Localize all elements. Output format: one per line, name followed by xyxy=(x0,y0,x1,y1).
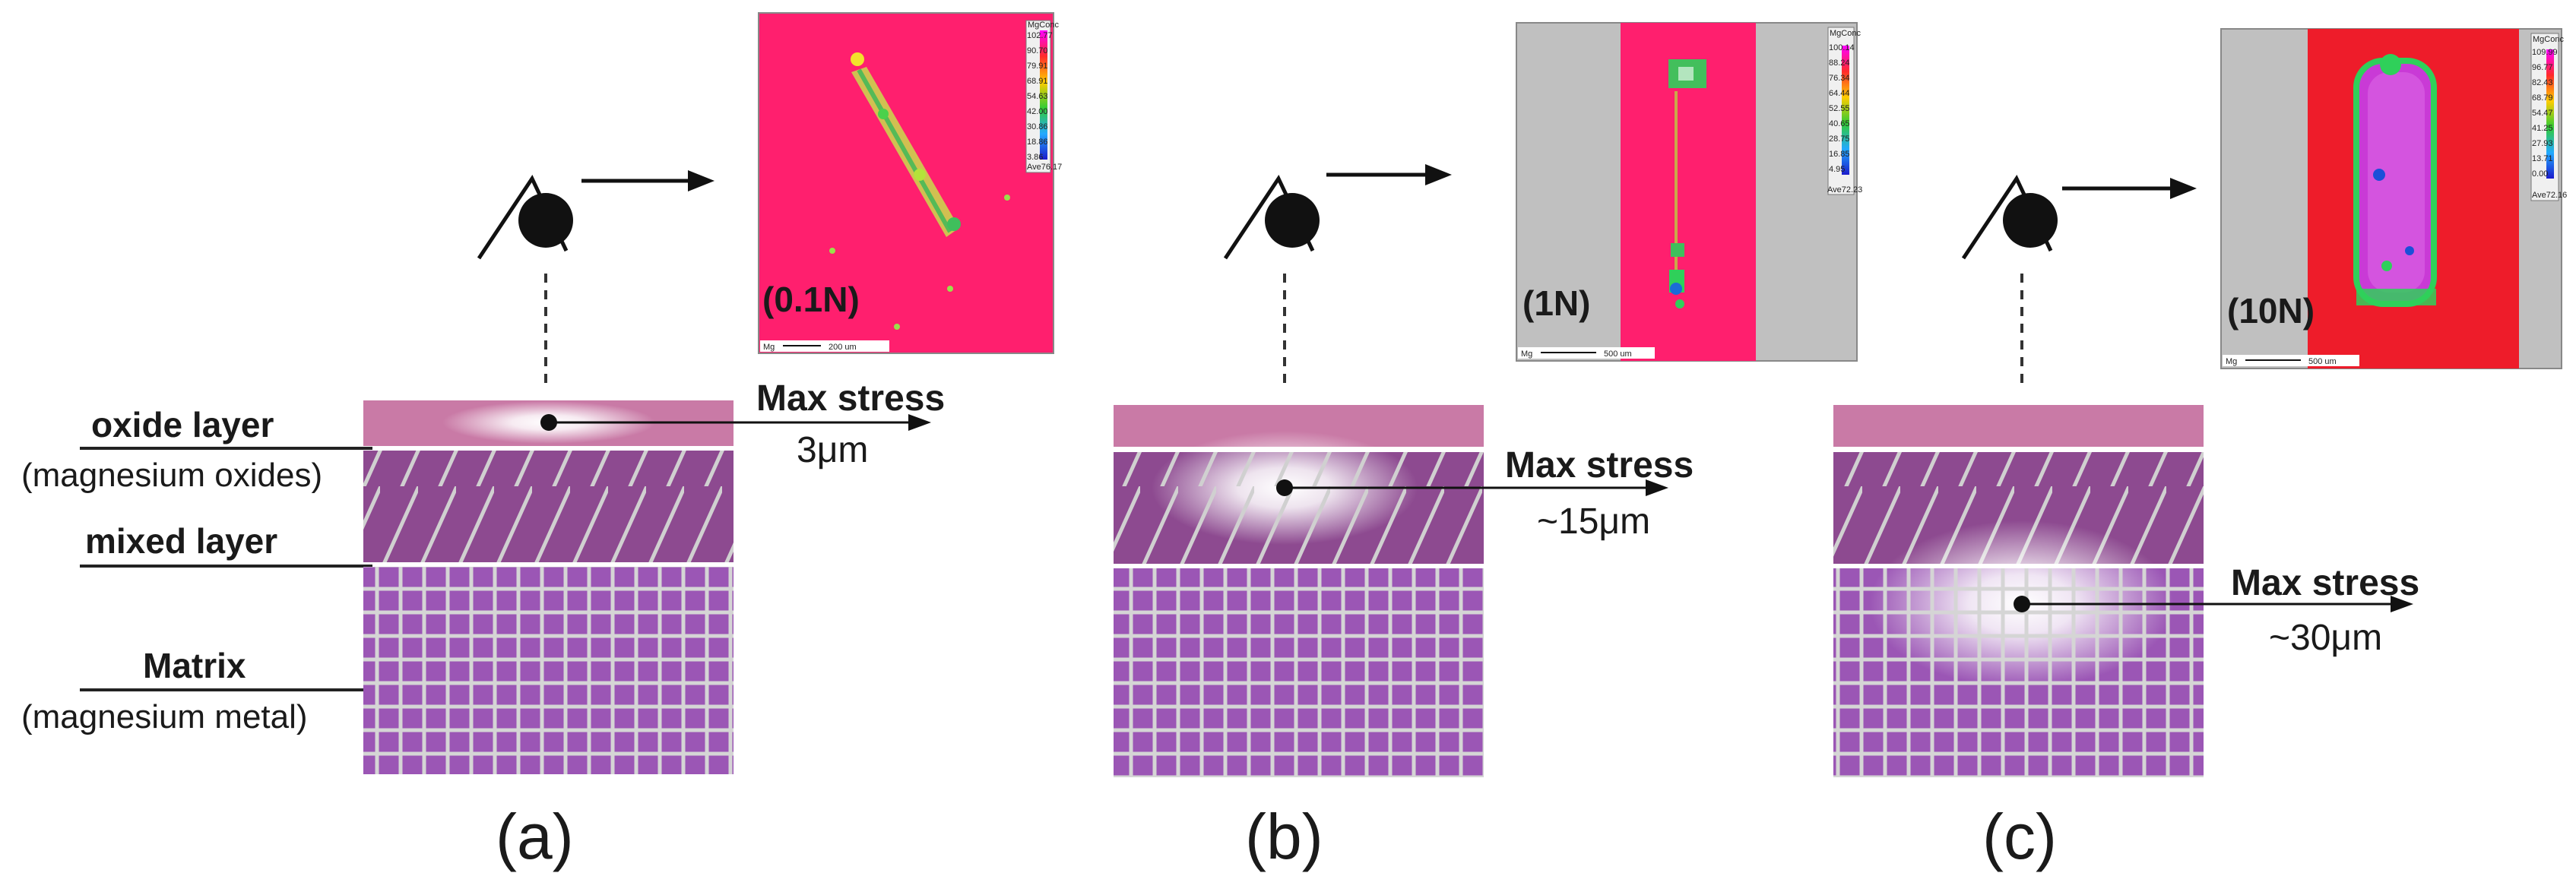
map-scale-text-b: 500 um xyxy=(1604,350,1632,359)
legend-value: 4.95 xyxy=(1829,165,1845,174)
stress-depth-c: ~30μm xyxy=(2269,618,2382,658)
load-label-a: (0.1N) xyxy=(762,280,860,319)
legend-value: 40.65 xyxy=(1829,119,1850,128)
eye-icon-c xyxy=(1961,174,2058,260)
map-footer-b: Ave72.23 xyxy=(1827,185,1862,195)
legend-value: 18.86 xyxy=(1027,138,1048,147)
legend-value: 102.77 xyxy=(1027,31,1053,40)
legend-value: 0.00 xyxy=(2532,169,2548,179)
legend-value: 82.43 xyxy=(2532,78,2553,87)
stress-arrowhead-a xyxy=(908,414,931,431)
legend-value: 27.93 xyxy=(2532,139,2553,148)
cross-section-b xyxy=(1114,405,1484,777)
oxide-layer-label: oxide layer xyxy=(91,405,274,444)
matrix-label: Matrix xyxy=(143,646,246,685)
map-unit-c: MgConc xyxy=(2533,35,2564,44)
legend-value: 28.75 xyxy=(1829,134,1850,144)
map-unit-b: MgConc xyxy=(1830,29,1861,38)
map-scale-prefix-a: Mg xyxy=(763,343,775,352)
legend-value: 42.00 xyxy=(1027,107,1048,116)
panel-a: Max stress 3μm MgConc A xyxy=(363,12,1062,872)
panel-label-a: (a) xyxy=(496,801,574,872)
legend-value: 16.85 xyxy=(1829,150,1850,159)
legend-value: 90.70 xyxy=(1027,46,1048,55)
stress-arrowhead-c xyxy=(2391,596,2413,612)
legend-value: 13.71 xyxy=(2532,154,2553,163)
cross-section-c xyxy=(1833,405,2204,777)
oxide-block-c xyxy=(1833,405,2204,447)
map-scale-text-c: 500 um xyxy=(2308,357,2337,366)
mixed-hatch-b xyxy=(1114,452,1484,564)
legend-value: 41.25 xyxy=(2532,124,2553,133)
mg-map-a: MgConc Ave76.17 102.77 90.70 79.91 68.91… xyxy=(758,12,1062,354)
legend-values-a: 102.77 90.70 79.91 68.91 54.63 42.00 30.… xyxy=(1027,31,1053,162)
view-arrowhead-c xyxy=(2170,178,2197,199)
matrix-sublabel: (magnesium metal) xyxy=(21,698,308,735)
matrix-grid-a xyxy=(363,567,734,774)
map-unit-a: MgConc xyxy=(1028,21,1059,30)
stress-arrowhead-b xyxy=(1646,479,1668,496)
mg-map-c: MgConc Ave72.16 109.99 96.77 82.43 68.79… xyxy=(2220,28,2567,369)
load-label-b: (1N) xyxy=(1522,283,1590,323)
legend-value: 88.24 xyxy=(1829,59,1850,68)
legend-value: 52.55 xyxy=(1829,104,1850,113)
legend-value: 68.79 xyxy=(2532,93,2553,103)
legend-value: 100.14 xyxy=(1829,43,1855,52)
stress-depth-b: ~15μm xyxy=(1537,501,1650,542)
legend-value: 54.63 xyxy=(1027,92,1048,101)
map-scale-prefix-b: Mg xyxy=(1521,350,1532,359)
matrix-grid-b xyxy=(1114,568,1484,777)
view-arrowhead-b xyxy=(1425,164,1452,185)
legend-value: 30.86 xyxy=(1027,122,1048,131)
panel-b: Max stress ~15μm MgConc Ave72.23 xyxy=(1114,22,1862,872)
panel-label-c: (c) xyxy=(1982,801,2057,872)
legend-value: 68.91 xyxy=(1027,77,1048,86)
layer-labels: oxide layer (magnesium oxides) mixed lay… xyxy=(21,405,372,735)
eye-icon-a xyxy=(477,174,573,260)
legend-value: 54.47 xyxy=(2532,109,2553,118)
panel-c: Max stress ~30μm MgConc Ave72.16 xyxy=(1833,28,2567,872)
stress-title-a: Max stress xyxy=(756,378,945,419)
stress-depth-a: 3μm xyxy=(797,430,868,470)
stress-title-b: Max stress xyxy=(1505,445,1694,486)
legend-value: 64.44 xyxy=(1829,89,1850,98)
panel-label-b: (b) xyxy=(1245,801,1323,872)
legend-value: 3.86 xyxy=(1027,153,1043,162)
legend-value: 76.34 xyxy=(1829,74,1850,83)
cross-section-a xyxy=(363,400,734,774)
map-footer-a: Ave76.17 xyxy=(1027,163,1062,172)
legend-value: 109.99 xyxy=(2532,48,2558,57)
view-arrowhead-a xyxy=(688,170,714,191)
load-label-c: (10N) xyxy=(2227,291,2315,331)
legend-values-b: 100.14 88.24 76.34 64.44 52.55 40.65 28.… xyxy=(1829,43,1855,174)
mixed-layer-label: mixed layer xyxy=(85,521,277,561)
legend-values-c: 109.99 96.77 82.43 68.79 54.47 41.25 27.… xyxy=(2532,48,2558,179)
oxide-layer-sublabel: (magnesium oxides) xyxy=(21,457,322,494)
map-footer-c: Ave72.16 xyxy=(2532,191,2567,200)
map-scale-prefix-c: Mg xyxy=(2226,357,2237,366)
mixed-hatch-a xyxy=(363,451,734,562)
map-scale-text-a: 200 um xyxy=(829,343,857,352)
eye-icon-b xyxy=(1223,174,1320,260)
stress-title-c: Max stress xyxy=(2231,563,2419,603)
mg-map-b: MgConc Ave72.23 100.14 88.24 76.34 64.44… xyxy=(1516,22,1862,362)
legend-value: 79.91 xyxy=(1027,62,1048,71)
legend-value: 96.77 xyxy=(2532,63,2553,72)
